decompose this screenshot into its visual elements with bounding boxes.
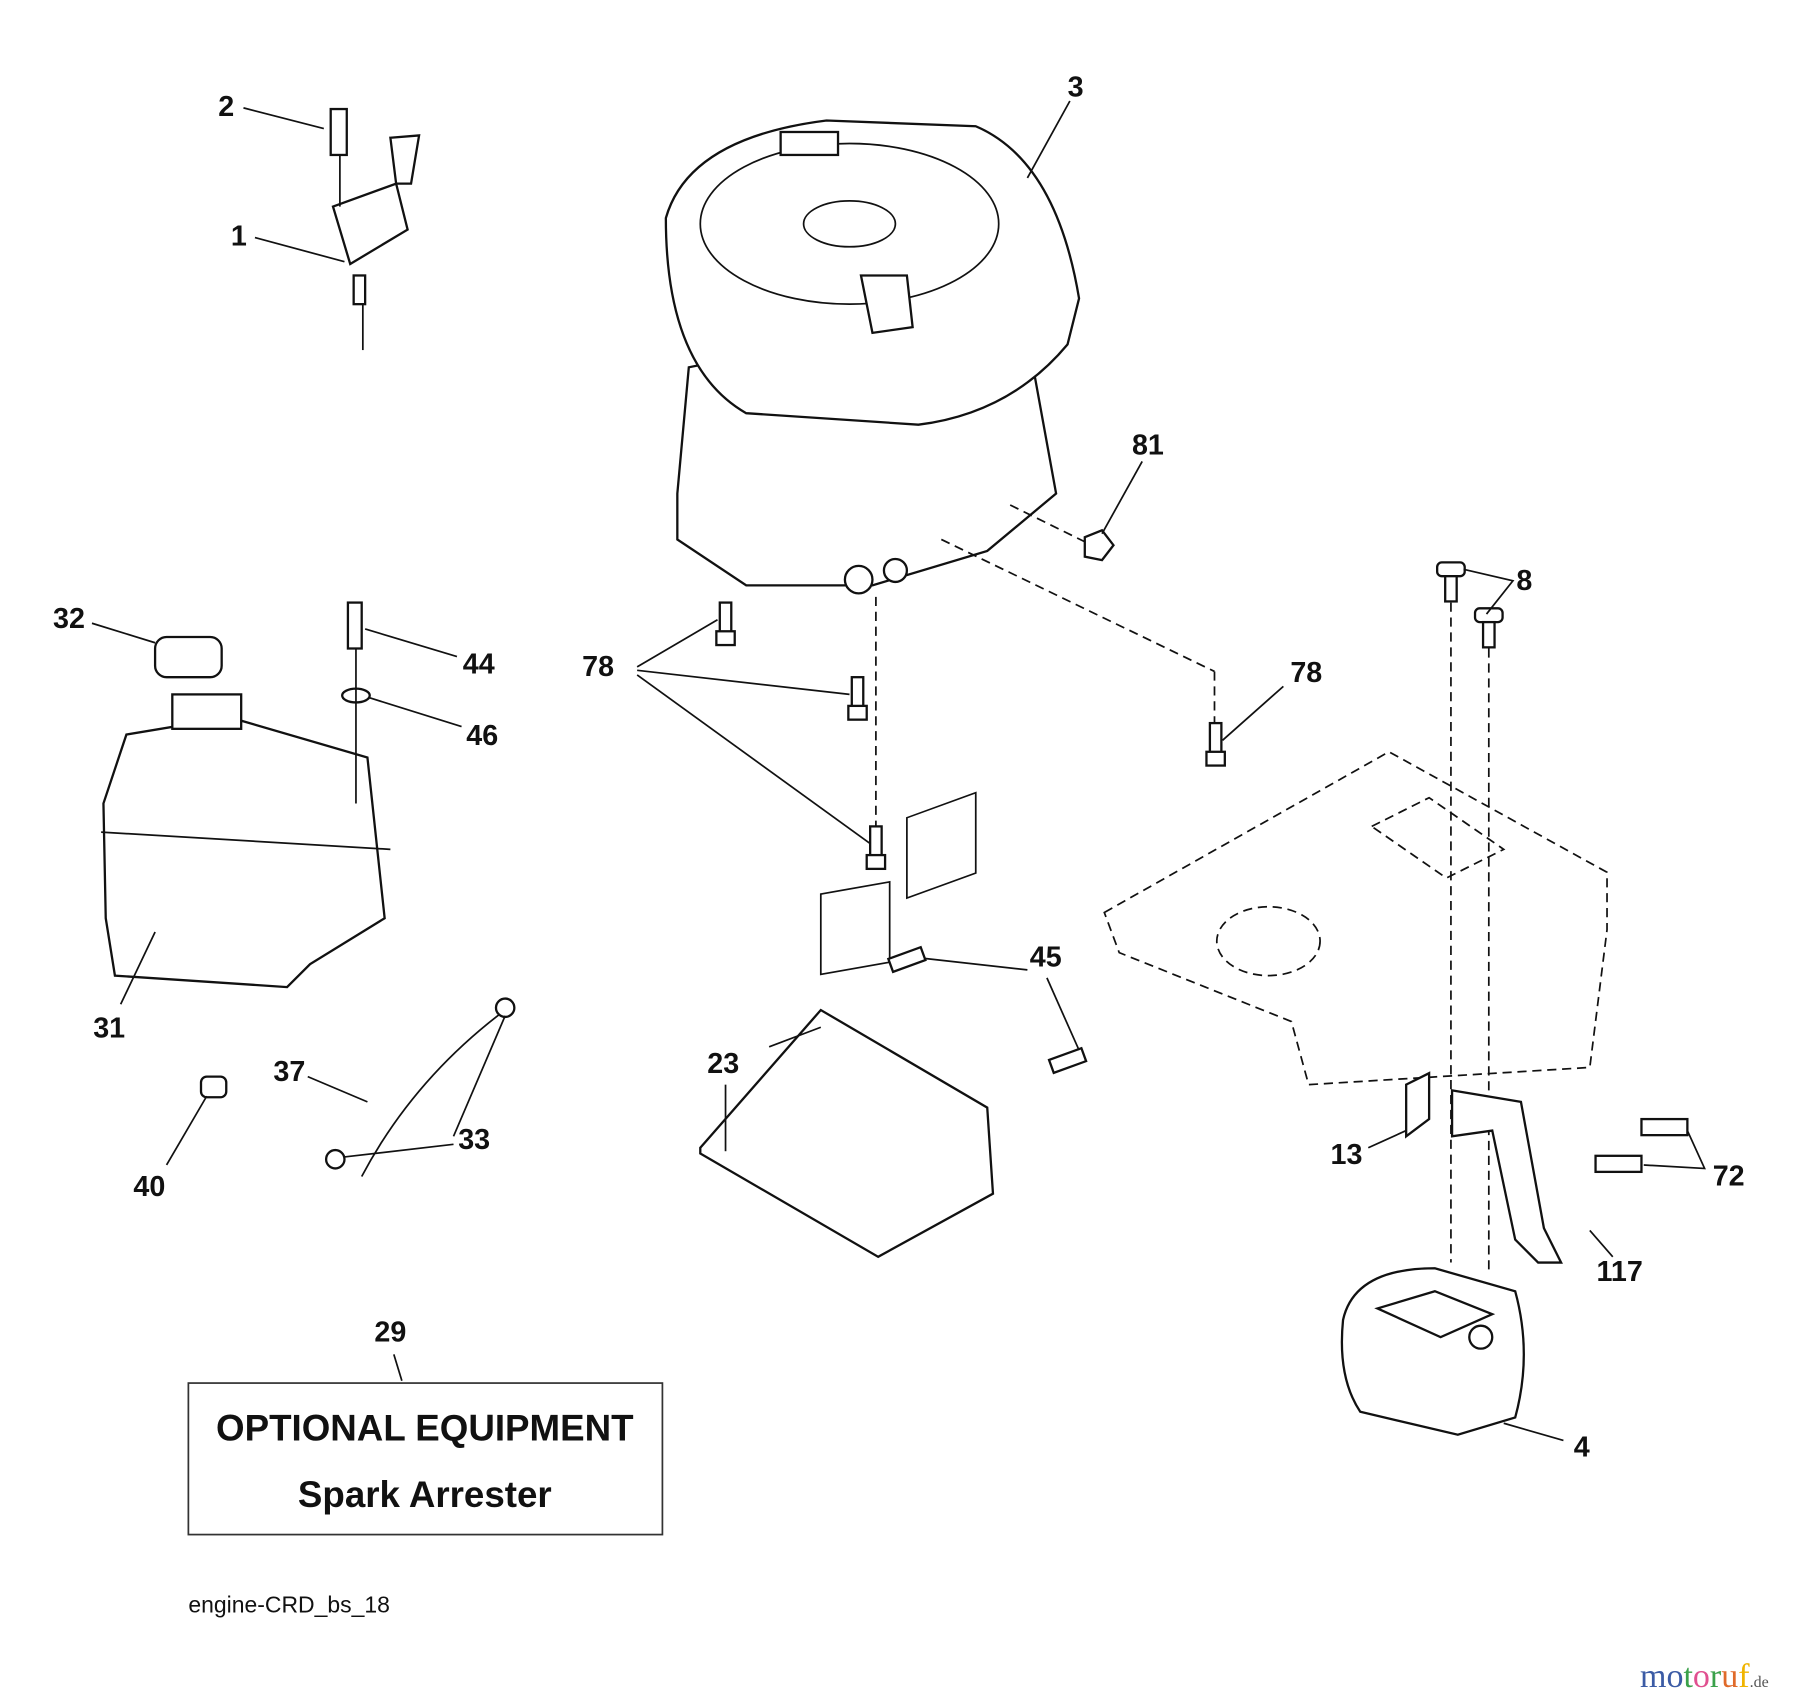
chassis-frame: [1103, 750, 1608, 1086]
muffler-part[interactable]: [1340, 1267, 1525, 1436]
callout-4[interactable]: 4: [1574, 1432, 1590, 1464]
logo-text: motoruf: [1640, 1658, 1750, 1696]
bolt-72-part[interactable]: [1640, 1117, 1689, 1137]
logo-suffix: .de: [1749, 1674, 1769, 1691]
clamp-33-part[interactable]: [494, 997, 516, 1019]
screw-44-part[interactable]: [346, 601, 363, 650]
logo-letter: m: [1640, 1658, 1667, 1695]
callout-46[interactable]: 46: [466, 720, 498, 752]
callout-45[interactable]: 45: [1030, 941, 1062, 973]
logo-letter: u: [1721, 1658, 1739, 1695]
callout-13[interactable]: 13: [1331, 1139, 1363, 1171]
throttle-control-part[interactable]: [329, 107, 421, 351]
bolt-45-part[interactable]: [1047, 1046, 1088, 1075]
callout-81[interactable]: 81: [1132, 430, 1164, 462]
callout-40[interactable]: 40: [133, 1171, 165, 1203]
callout-78[interactable]: 78: [582, 651, 614, 683]
callout-37[interactable]: 37: [273, 1056, 305, 1088]
diagram-code: engine-CRD_bs_18: [188, 1592, 389, 1618]
clamp-33-part[interactable]: [324, 1148, 346, 1170]
callout-33[interactable]: 33: [458, 1124, 490, 1156]
callout-31[interactable]: 31: [93, 1013, 125, 1045]
callout-2[interactable]: 2: [218, 91, 234, 123]
optional-equipment-box: OPTIONAL EQUIPMENT Spark Arrester: [187, 1382, 664, 1536]
engine-part[interactable]: [664, 119, 1081, 595]
callout-117[interactable]: 117: [1597, 1256, 1643, 1288]
logo-letter: t: [1683, 1658, 1693, 1695]
fuel-tank-part[interactable]: [101, 693, 391, 989]
logo-letter: o: [1666, 1658, 1684, 1695]
exhaust-pipe-part[interactable]: [1450, 1089, 1563, 1264]
spark-arrester-label: Spark Arrester: [298, 1474, 552, 1515]
callout-72[interactable]: 72: [1713, 1161, 1745, 1193]
logo-letter: r: [1709, 1658, 1722, 1695]
screws-8-part[interactable]: [1436, 561, 1504, 1275]
motoruf-logo: motoruf.de: [1640, 1658, 1769, 1696]
bolt-72-part[interactable]: [1594, 1154, 1643, 1174]
callout-23[interactable]: 23: [707, 1048, 739, 1080]
fuel-cap-part[interactable]: [153, 635, 223, 679]
callout-3[interactable]: 3: [1068, 71, 1084, 103]
callout-1[interactable]: 1: [231, 221, 247, 253]
logo-letter: o: [1692, 1658, 1710, 1695]
callout-32[interactable]: 32: [53, 603, 85, 635]
leader-lines: [91, 100, 1706, 1442]
bolt-45-part[interactable]: [886, 945, 927, 974]
spacer-40-part[interactable]: [199, 1075, 228, 1099]
heat-shield-part[interactable]: [699, 791, 995, 1259]
nut-81-part[interactable]: [1083, 528, 1115, 562]
callout-8[interactable]: 8: [1516, 565, 1532, 597]
logo-letter: f: [1738, 1658, 1750, 1695]
callout-78[interactable]: 78: [1290, 657, 1322, 689]
callout-44[interactable]: 44: [463, 649, 495, 681]
gasket-13-part[interactable]: [1405, 1071, 1431, 1139]
callout-29[interactable]: 29: [374, 1317, 406, 1349]
engine-bolts-78[interactable]: [715, 596, 1226, 871]
optional-equipment-title: OPTIONAL EQUIPMENT: [216, 1407, 634, 1448]
